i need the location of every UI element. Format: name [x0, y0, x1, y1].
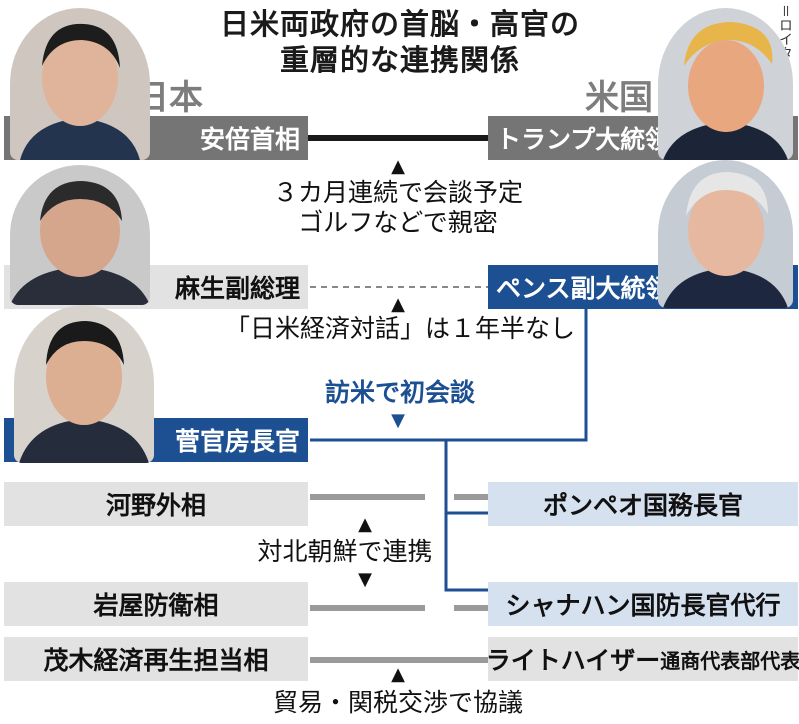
pence-photo: [658, 160, 793, 308]
kono-bar: 河野外相: [4, 482, 308, 526]
shanahan-bar: シャナハン国防長官代行: [488, 582, 798, 626]
pence-label: ペンス副大統領: [496, 274, 671, 303]
suga-label: 菅官房長官: [174, 427, 300, 456]
pompeo-bar: ポンペオ国務長官: [488, 482, 798, 526]
down-arrow-icon: ▼: [391, 410, 405, 431]
shanahan-label: シャナハン国防長官代行: [505, 591, 781, 620]
suga-bar: 菅官房長官: [4, 418, 308, 462]
suga-shanahan-link: [444, 513, 488, 592]
title-line-1: 日米両政府の首脳・高官の: [219, 7, 580, 41]
lighthizer-bar: ライトハイザー通商代表部代表: [485, 637, 799, 681]
pence-suga-link: [310, 305, 588, 442]
iwaya-label: 岩屋防衛相: [93, 591, 219, 620]
visit-note: 訪米で初会談: [324, 378, 475, 407]
abe-photo: [10, 8, 150, 160]
motegi-label: 茂木経済再生担当相: [43, 646, 269, 675]
us-label: 米国: [585, 78, 653, 118]
motegi-bar: 茂木経済再生担当相: [4, 637, 308, 681]
aso-photo: [10, 165, 150, 305]
lighthizer-label: ライトハイザー: [485, 646, 661, 675]
lighthizer-sublabel: 通商代表部代表: [660, 648, 799, 673]
iwaya-bar: 岩屋防衛相: [4, 582, 308, 626]
kono-label: 河野外相: [105, 491, 206, 520]
trump-photo: [658, 8, 793, 160]
korea-note: 対北朝鮮で連携: [257, 537, 433, 566]
abe-label: 安倍首相: [199, 125, 300, 154]
trade-note: 貿易・関税交渉で協議: [272, 688, 523, 717]
summit-note-line-1: ３カ月連続で会談予定: [272, 178, 523, 207]
up-arrow-icon: ▲: [358, 514, 372, 535]
summit-note: ３カ月連続で会談予定 ゴルフなどで親密: [240, 178, 556, 238]
trump-label: トランプ大統領: [496, 125, 671, 154]
suga-photo: [14, 305, 154, 463]
suga-pompeo-link: [444, 440, 488, 515]
up-arrow-icon: ▲: [391, 294, 405, 315]
summit-note-line-2: ゴルフなどで親密: [298, 208, 498, 237]
pompeo-label: ポンペオ国務長官: [542, 491, 743, 520]
diagram-title: 日米両政府の首脳・高官の 重層的な連携関係: [205, 6, 595, 78]
up-arrow-icon: ▲: [391, 156, 405, 177]
title-line-2: 重層的な連携関係: [279, 43, 520, 77]
up-arrow-icon: ▲: [391, 664, 405, 685]
dialogue-note: 「日米経済対話」は１年半なし: [225, 314, 576, 343]
aso-label: 麻生副総理: [174, 274, 300, 303]
down-arrow-icon: ▼: [358, 569, 372, 590]
